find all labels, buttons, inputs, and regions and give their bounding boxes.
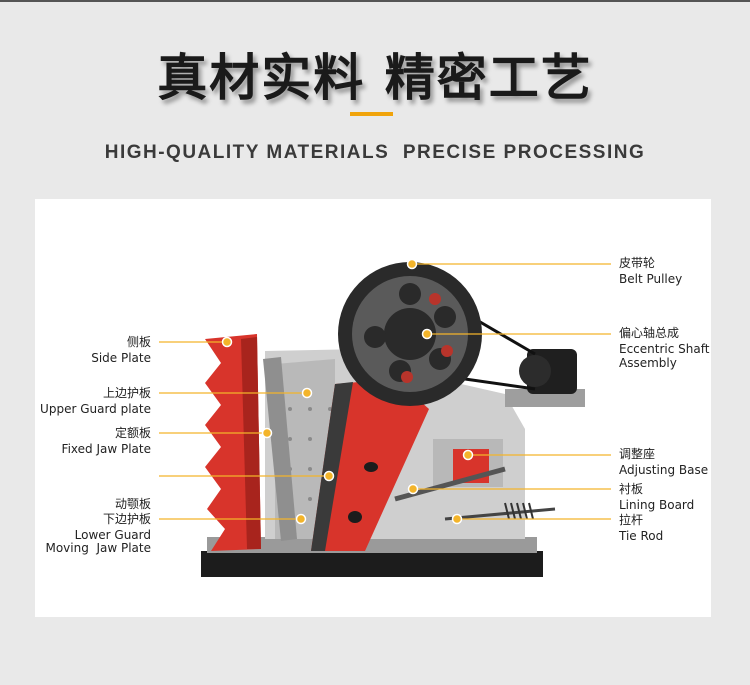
label-fixed-jaw-cn: 定额板: [114, 426, 151, 440]
pulley-accent-1: [429, 293, 441, 305]
label-belt-pulley-cn: 皮带轮: [619, 256, 656, 270]
tie-rod-shape: [444, 507, 556, 521]
label-eccentric-shaft-en: Eccentric Shaft: [619, 342, 710, 356]
pulley-accent-3: [401, 371, 413, 383]
page-title-chinese: 真材实料 精密工艺: [157, 49, 593, 107]
motor-pulley: [519, 355, 551, 387]
label-tie-rod-cn: 拉杆: [619, 513, 644, 527]
moving-jaw-liner: [311, 382, 353, 551]
label-eccentric-shaft-en2: Assembly: [619, 356, 677, 370]
moving-jaw-hole-2: [348, 511, 362, 523]
belt-pulley-hub: [384, 308, 436, 360]
pulley-accent-2: [441, 345, 453, 357]
machine-base: [201, 551, 543, 577]
label-adjusting-base-cn: 调整座: [619, 447, 656, 461]
tie-rod-spring: [504, 502, 534, 520]
label-lining-board-cn: 衬板: [619, 482, 644, 496]
label-tie-rod: 拉杆 Tie Rod: [619, 513, 663, 543]
label-eccentric-shaft: 偏心轴总成 Eccentric Shaft Assembly: [619, 326, 709, 370]
label-lining-board: 衬板 Lining Board: [619, 482, 694, 512]
label-adjusting-base: 调整座 Adjusting Base: [619, 447, 708, 477]
fixed-jaw-shape: [263, 357, 297, 541]
side-plate-edge: [241, 337, 261, 549]
label-upper-guard-en: Upper Guard plate: [40, 402, 151, 416]
label-fixed-jaw-en: Fixed Jaw Plate: [61, 442, 151, 456]
top-border-line: [0, 0, 750, 2]
leader-lines: [159, 263, 611, 520]
drive-belt-top: [474, 317, 536, 356]
label-adjusting-base-en: Adjusting Base: [619, 463, 709, 477]
label-eccentric-shaft-cn: 偏心轴总成: [619, 326, 680, 340]
label-upper-guard-cn: 上边护板: [102, 386, 151, 400]
label-moving-jaw-en: Moving Jaw Plate: [45, 541, 151, 555]
label-tie-rod-en: Tie Rod: [619, 529, 664, 543]
moving-jaw-hole-1: [364, 462, 378, 472]
label-upper-guard: 上边护板 Upper Guard plate: [40, 386, 151, 416]
label-lower-guard-cn: 下边护板: [102, 512, 151, 526]
label-moving-jaw-cn: 动颚板: [114, 497, 151, 511]
label-side-plate-cn: 侧板: [126, 335, 151, 349]
label-side-plate: 侧板 Side Plate: [91, 335, 151, 365]
leader-dots: [221, 258, 474, 525]
diagram-panel: 侧板 Side Plate 上边护板 Upper Guard plate 定额板…: [35, 199, 711, 617]
label-lower-guard: 下边护板 Lower Guard: [75, 512, 151, 542]
label-lower-guard-en: Lower Guard: [74, 528, 151, 542]
page-title-english: HIGH-QUALITY MATERIALS PRECISE PROCESSIN…: [104, 142, 646, 163]
title-accent-bar: [350, 112, 393, 116]
jaw-crusher-illustration: [159, 258, 611, 577]
label-belt-pulley: 皮带轮 Belt Pulley: [619, 256, 682, 286]
label-belt-pulley-en: Belt Pulley: [619, 272, 683, 286]
label-fixed-jaw: 定额板 Fixed Jaw Plate: [62, 426, 151, 456]
label-side-plate-en: Side Plate: [91, 351, 151, 365]
label-moving-jaw: 动颚板 Moving Jaw Plate: [45, 469, 151, 583]
belt-pulley-spokes: [364, 283, 456, 382]
label-lining-board-en: Lining Board: [619, 498, 695, 512]
drive-belt-bottom: [464, 377, 536, 391]
machine-base-rail: [207, 537, 537, 553]
